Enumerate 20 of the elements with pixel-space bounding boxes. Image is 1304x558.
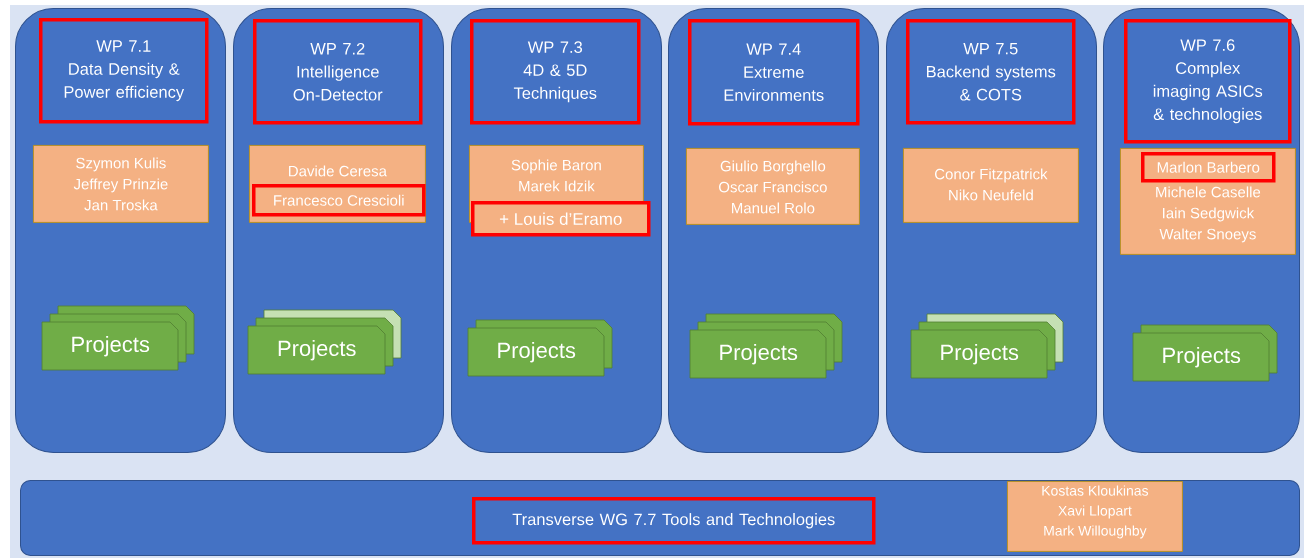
title-box: WP 7.6 Complex imaging ASICs & technologies bbox=[1124, 19, 1292, 144]
title-box: WP 7.5 Backend systems & COTS bbox=[906, 19, 1076, 125]
highlight-box: Francesco Crescioli bbox=[252, 184, 426, 217]
names-box: Giulio Borghello Oscar Francisco Manuel Rolo bbox=[686, 148, 860, 225]
names-box: Kostas Kloukinas Xavi Llopart Mark Willoughby bbox=[1007, 481, 1183, 552]
title-box: WP 7.4 Extreme Environments bbox=[688, 19, 860, 126]
highlight-box: + Louis d’Eramo bbox=[471, 201, 651, 237]
projects-card-stack: Projects bbox=[689, 313, 843, 379]
names-box: Conor Fitzpatrick Niko Neufeld bbox=[903, 148, 1079, 223]
projects-card-stack: Projects bbox=[1132, 324, 1278, 382]
projects-card-stack: Projects bbox=[910, 313, 1064, 379]
highlight-box: Marlon Barbero bbox=[1141, 152, 1276, 183]
projects-card-stack: Projects bbox=[247, 309, 402, 375]
title-box: WP 7.1 Data Density & Power efficiency bbox=[39, 18, 209, 124]
projects-card-stack: Projects bbox=[41, 305, 195, 371]
title-box: WP 7.3 4D & 5D Techniques bbox=[470, 19, 641, 125]
names-box: Szymon Kulis Jeffrey Prinzie Jan Troska bbox=[33, 145, 209, 223]
title-box: WP 7.2 Intelligence On-Detector bbox=[253, 19, 423, 125]
title-box: Transverse WG 7.7 Tools and Technologies bbox=[472, 497, 876, 545]
projects-card-stack: Projects bbox=[467, 319, 613, 377]
